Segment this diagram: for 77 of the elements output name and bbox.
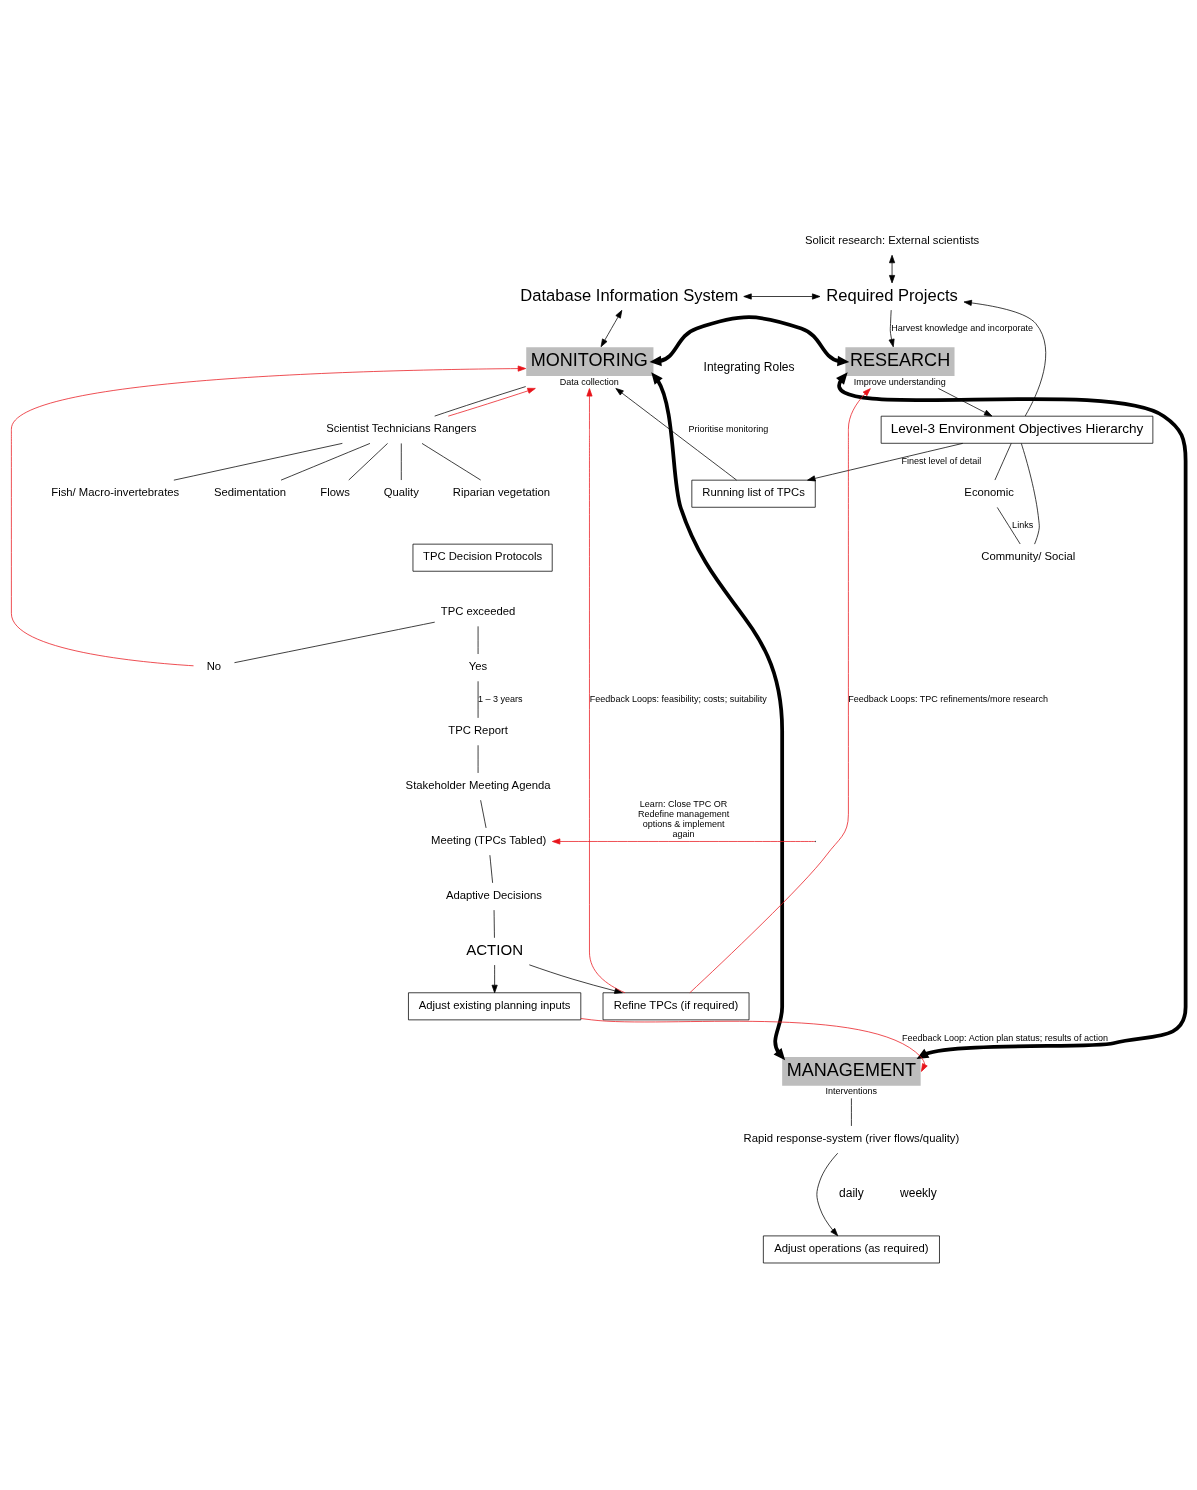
node-text: TPC Report — [448, 723, 508, 736]
node-text: Required Projects — [826, 285, 958, 305]
node-box: RESEARCH — [845, 346, 955, 376]
node-text: Flows — [320, 485, 350, 498]
node-text: Community/ Social — [981, 549, 1076, 562]
connector — [489, 854, 493, 883]
arrow — [600, 309, 623, 347]
arrow — [888, 309, 895, 347]
label: Integrating Roles — [703, 359, 795, 373]
arrow — [447, 387, 536, 416]
arrow — [649, 314, 850, 366]
node-text: Stakeholder Meeting Agenda — [405, 778, 551, 791]
connector — [434, 385, 527, 416]
edge-label: Learn: Close TPC OR Redefine management options & implement again — [638, 798, 730, 839]
arrow — [836, 371, 1188, 1059]
arrow — [743, 293, 821, 299]
connector — [994, 442, 1012, 480]
connector — [348, 442, 388, 480]
edge-label: Feedback Loop: Action plan status; results of action — [901, 1032, 1108, 1043]
edge-label: Feedback Loops: TPC refinements/more research — [848, 693, 1049, 704]
label: daily — [839, 1185, 864, 1200]
arrow — [491, 964, 498, 993]
node-text: Database Information System — [520, 285, 739, 305]
node-text: Meeting (TPCs Tabled) — [431, 833, 547, 846]
node-text: No — [206, 659, 222, 672]
node-box: MONITORING — [526, 346, 654, 376]
arrow — [580, 1017, 928, 1072]
connector — [421, 442, 482, 480]
label: weekly — [900, 1185, 937, 1200]
edge-label: Links — [1012, 519, 1034, 530]
arrow — [938, 387, 993, 416]
node-text: Rapid response-system (river flows/quality) — [743, 1131, 960, 1144]
node-box: MANAGEMENT — [782, 1056, 921, 1086]
node-text: Quality — [383, 485, 419, 498]
node-text: Riparian vegetation — [452, 485, 551, 498]
connector — [234, 621, 436, 663]
edge-label: Prioritise monitoring — [688, 423, 769, 434]
connector — [851, 1097, 852, 1126]
connector — [280, 442, 371, 481]
arrow — [528, 963, 623, 994]
node-label: Interventions — [825, 1085, 878, 1096]
node-box: Level-3 Environment Objectives Hierarchy — [880, 415, 1154, 444]
node-text: Solicit research: External scientists — [804, 233, 980, 246]
arrow — [689, 387, 871, 993]
arrow — [552, 837, 816, 844]
arrow — [651, 371, 786, 1060]
connector — [173, 442, 343, 481]
node-box: Adjust existing planning inputs — [408, 991, 582, 1020]
connector — [493, 909, 495, 938]
edge-label: Harvest knowledge and incorporate — [891, 322, 1033, 333]
node-box: Adjust operations (as required) — [762, 1235, 940, 1263]
node-text: Adaptive Decisions — [445, 888, 542, 901]
node-label: Data collection — [559, 376, 619, 387]
arrow — [11, 365, 527, 666]
edge-label: Feedback Loops: feasibility; costs; suitability — [589, 693, 767, 704]
arrow — [816, 1152, 839, 1236]
node-box: Refine TPCs (if required) — [602, 991, 750, 1020]
arrow — [889, 254, 896, 283]
node-label: Improve understanding — [853, 376, 946, 387]
arrow — [963, 299, 1047, 416]
node-text: Economic — [964, 485, 1014, 498]
arrow — [586, 387, 626, 993]
node-text: Yes — [468, 659, 488, 672]
node-text: ACTION — [466, 940, 524, 958]
arrow — [615, 387, 737, 480]
node-text: Fish/ Macro-invertebrates — [51, 485, 180, 498]
node-box: TPC Decision Protocols — [412, 543, 553, 572]
node-text: TPC exceeded — [440, 604, 516, 617]
node-box: Running list of TPCs — [691, 479, 816, 508]
connector — [480, 799, 487, 828]
arrow — [807, 442, 964, 481]
node-text: Scientist Technicians Rangers — [326, 421, 477, 434]
edge-label: 1 – 3 years — [477, 693, 523, 704]
edge-label: Finest level of detail — [901, 455, 982, 466]
connector — [1020, 442, 1040, 544]
node-text: Sedimentation — [213, 485, 287, 498]
connector — [996, 506, 1021, 544]
